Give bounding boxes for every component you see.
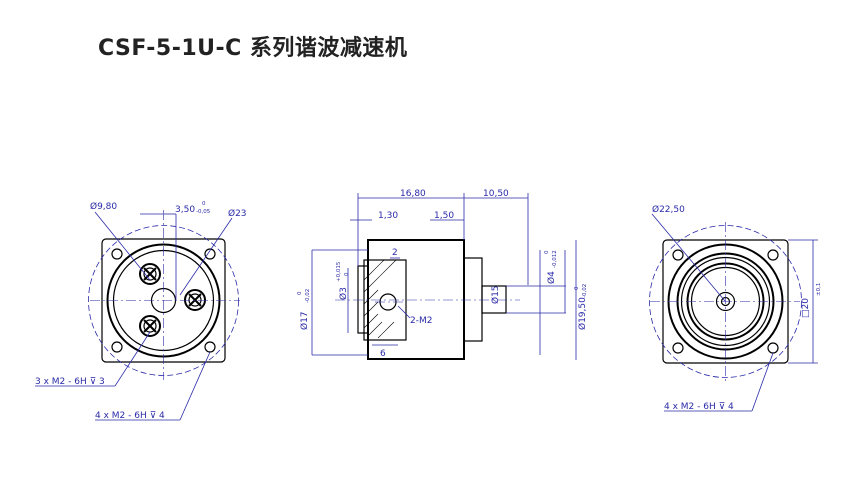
front-corner-hole (111, 341, 123, 353)
front-offset-label: 3,50 (175, 205, 195, 215)
side-len-16-80-label: 16,80 (400, 189, 426, 199)
side-dia-17-tol-upper: 0 (297, 291, 303, 295)
side-output-shaft (481, 285, 507, 314)
front-screw (139, 263, 161, 285)
front-holes-4-label: 4 x M2 - 6H ⊽ 4 (95, 411, 165, 421)
side-len-10-50-label: 10,50 (483, 189, 509, 199)
rear-pitch-circle (649, 225, 802, 378)
side-dia-19-50-tol-upper: 0 (574, 286, 580, 290)
front-screw (184, 289, 206, 311)
side-section-hatch (363, 259, 397, 339)
side-dia-19-50-label: Ø19,50 (577, 297, 588, 330)
side-dia-4-label: Ø4 (546, 271, 557, 284)
side-dia-17-tol-lower: -0,02 (305, 289, 311, 303)
front-corner-hole (204, 341, 216, 353)
side-thread-label: 2-M2 (410, 316, 432, 326)
page-title: CSF-5-1U-C 系列谐波减速机 (98, 36, 408, 61)
front-corner-hole (204, 248, 216, 260)
rear-corner-hole (672, 249, 684, 261)
side-dia-4-tol-lower: -0,012 (552, 250, 558, 268)
front-offset-tol-lower: -0,05 (196, 209, 211, 215)
front-holes-3-label: 3 x M2 - 6H ⊽ 3 (35, 377, 105, 387)
front-screw (139, 315, 161, 337)
side-dia-19-50-tol-lower: -0,02 (582, 284, 588, 298)
side-dia-3-label: Ø3 (338, 287, 349, 300)
rear-corner-hole (672, 342, 684, 354)
side-output-flange (463, 257, 483, 342)
front-dia-9-80-label: Ø9,80 (90, 201, 117, 212)
rear-corner-hole (767, 342, 779, 354)
rear-shaft (715, 291, 736, 312)
rear-square-20-label: □20 (801, 298, 811, 318)
side-front-flange (357, 265, 369, 334)
side-dia-4-tol-upper: 0 (544, 250, 550, 254)
side-view: 16,80 10,50 1,30 1,50 2 2-M2 6 Ø15 Ø17 0… (297, 189, 588, 360)
side-section-cut (363, 259, 407, 341)
side-len-6-label: 6 (380, 349, 386, 359)
side-body (367, 239, 465, 360)
rear-view: Ø22,50 □20 ±0,1 4 x M2 - 6H ⊽ 4 (649, 204, 822, 412)
rear-square-tol: ±0,1 (816, 283, 822, 296)
side-dia-17-label: Ø17 (299, 311, 310, 330)
side-dia-3-tol-upper: +0,015 (336, 261, 342, 282)
side-dia-15-label: Ø15 (490, 285, 501, 304)
rear-holes-4-label: 4 x M2 - 6H ⊽ 4 (664, 402, 734, 412)
side-len-2-label: 2 (392, 248, 398, 258)
side-len-1-30-label: 1,30 (378, 211, 398, 221)
front-dia-23-label: Ø23 (228, 208, 247, 219)
side-len-1-50-label: 1,50 (434, 211, 454, 221)
front-corner-hole (111, 248, 123, 260)
rear-corner-hole (767, 249, 779, 261)
rear-dia-22-50-label: Ø22,50 (652, 204, 685, 215)
front-offset-tol-upper: 0 (202, 201, 206, 207)
side-dia-3-tol-lower: 0 (344, 272, 350, 276)
front-view: Ø9,80 3,50 0 -0,05 Ø23 3 x M2 - 6H ⊽ 3 4… (35, 201, 247, 421)
